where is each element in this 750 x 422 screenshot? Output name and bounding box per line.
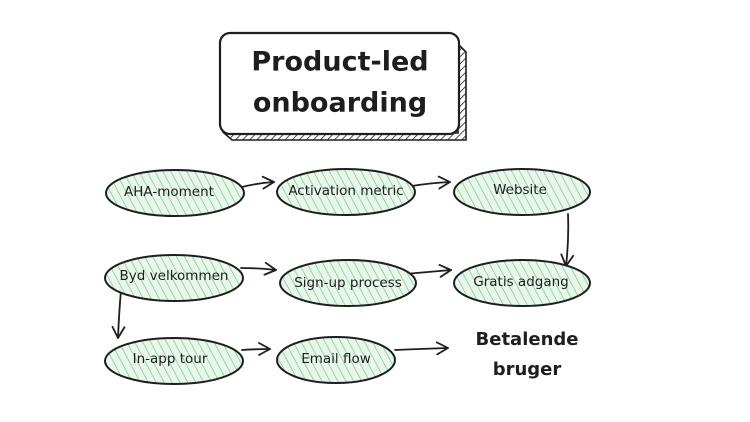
node-aha-moment: AHA-moment	[105, 169, 245, 217]
title-box-frame	[218, 31, 461, 136]
node-label: Byd velkommen	[120, 268, 229, 284]
outcome-line-2: bruger	[493, 359, 562, 380]
arrows	[111, 175, 575, 356]
title-box-shadow	[221, 42, 467, 141]
node-ellipse	[276, 336, 396, 384]
node-label: Gratis adgang	[473, 274, 568, 290]
arrow-welcome-to-signup	[240, 261, 277, 276]
arrow-website-to-free	[560, 213, 575, 267]
node-sign-up-process: Sign-up process	[279, 259, 417, 307]
node-ellipse	[104, 337, 244, 385]
node-ellipse	[105, 169, 245, 217]
node-ellipse	[279, 259, 417, 307]
node-website: Website	[453, 168, 591, 216]
node-gratis-adgang: Gratis adgang	[453, 259, 591, 307]
outcome-line-1: Betalende	[476, 329, 579, 350]
node-activation-metric: Activation metric	[276, 168, 416, 216]
outcome-label: Betalende bruger	[476, 329, 579, 380]
node-label: In-app tour	[133, 351, 208, 367]
node-label: Activation metric	[288, 183, 403, 199]
node-label: Website	[493, 182, 547, 198]
arrow-activation-to-website	[411, 175, 451, 190]
node-ellipse	[453, 259, 591, 307]
node-label: Email flow	[301, 351, 371, 367]
node-label: Sign-up process	[294, 275, 402, 291]
arrow-signup-to-free	[404, 264, 452, 278]
title-box: Product-led onboarding	[218, 31, 467, 141]
title-line-2: onboarding	[253, 88, 427, 119]
node-in-app-tour: In-app tour	[104, 337, 244, 385]
node-label: AHA-moment	[124, 184, 214, 200]
arrow-tour-to-email	[241, 342, 271, 356]
node-ellipse	[276, 168, 416, 216]
arrow-email-to-outcome	[394, 341, 449, 356]
node-email-flow: Email flow	[276, 336, 396, 384]
node-ellipse	[104, 254, 244, 302]
title-line-1: Product-led	[251, 47, 428, 78]
node-byd-velkommen: Byd velkommen	[104, 254, 244, 302]
arrow-aha-to-activation	[241, 175, 275, 190]
node-ellipse	[453, 168, 591, 216]
arrow-welcome-to-tour	[111, 289, 126, 339]
